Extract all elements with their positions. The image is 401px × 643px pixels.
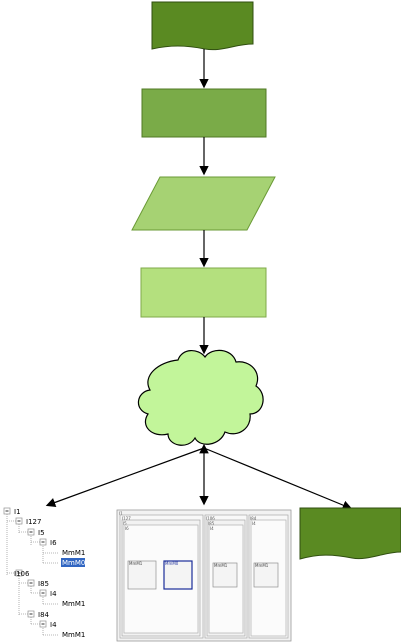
expander-i4-a[interactable] (39, 589, 47, 597)
preview-right-inner-label: I4 (252, 521, 256, 526)
preview-left-inner2-label: I6 (125, 526, 129, 531)
preview-left-inner-label: I5 (123, 521, 127, 526)
tree-node-i1[interactable]: I1 (14, 508, 21, 516)
expander-i4-b[interactable] (39, 620, 47, 628)
preview-box-mmm0-selected[interactable] (163, 560, 193, 590)
preview-mid-inner2-label: I4 (210, 526, 214, 531)
preview-box-mmm0-label: MmM0 (165, 561, 179, 566)
tree-node-i84[interactable]: I84 (38, 611, 50, 619)
expander-i6[interactable] (39, 538, 47, 546)
tree-node-mmm1-a[interactable]: MmM1 (62, 549, 85, 557)
expander-root[interactable] (3, 507, 11, 515)
expander-i5[interactable] (27, 528, 35, 536)
preview-box-mmm1-a-label: MmM1 (129, 561, 143, 566)
preview-box-mmm1-c (253, 562, 279, 588)
document-shape-bottom (299, 507, 401, 560)
preview-box-mmm1-a (127, 560, 157, 590)
tree-node-i106[interactable]: I106 (14, 570, 30, 578)
tree-node-i85[interactable]: I85 (38, 580, 49, 588)
tree-node-mmm1-c[interactable]: MmM1 (62, 631, 85, 639)
preview-mid-group-label: I106 (206, 516, 215, 521)
preview-right-group-label: I84 (250, 516, 257, 521)
tree-node-i4-a[interactable]: I4 (50, 590, 57, 598)
document-shape-top (151, 1, 254, 51)
tree-view: I1 I127 I5 I6 MmM1 MmM0 I106 I85 I4 MmM1… (3, 507, 85, 639)
preview-box-mmm1-c-label: MmM1 (255, 563, 269, 568)
preview-mid-inner-label: I85 (208, 521, 215, 526)
process-box-1 (141, 88, 267, 138)
expander-i85[interactable] (27, 579, 35, 587)
nested-preview: I1 I127 I5 I6 MmM1 MmM0 I106 I85 I4 MmM1… (116, 509, 292, 642)
tree-node-i6[interactable]: I6 (50, 539, 57, 547)
preview-box-mmm1-b (212, 562, 238, 588)
tree-node-i127[interactable]: I127 (26, 518, 41, 526)
connector-cloud-to-tree (45, 447, 205, 508)
preview-box-mmm1-b-label: MmM1 (214, 563, 228, 568)
connector-cloud-to-document (203, 447, 353, 510)
expander-i84[interactable] (27, 610, 35, 618)
process-box-2 (140, 267, 267, 318)
expander-i106[interactable] (15, 569, 23, 577)
expander-i127[interactable] (15, 517, 23, 525)
data-parallelogram (131, 176, 276, 231)
tree-node-i4-b[interactable]: I4 (50, 621, 57, 629)
cloud-shape (137, 349, 264, 446)
tree-node-mmm0-selected[interactable]: MmM0 (62, 559, 85, 567)
preview-left-group-label: I127 (122, 516, 131, 521)
tree-node-i5[interactable]: I5 (38, 529, 45, 537)
tree-node-mmm1-b[interactable]: MmM1 (62, 600, 85, 608)
tree-selection-highlight (61, 558, 85, 567)
preview-outer-label: I1 (119, 511, 123, 516)
